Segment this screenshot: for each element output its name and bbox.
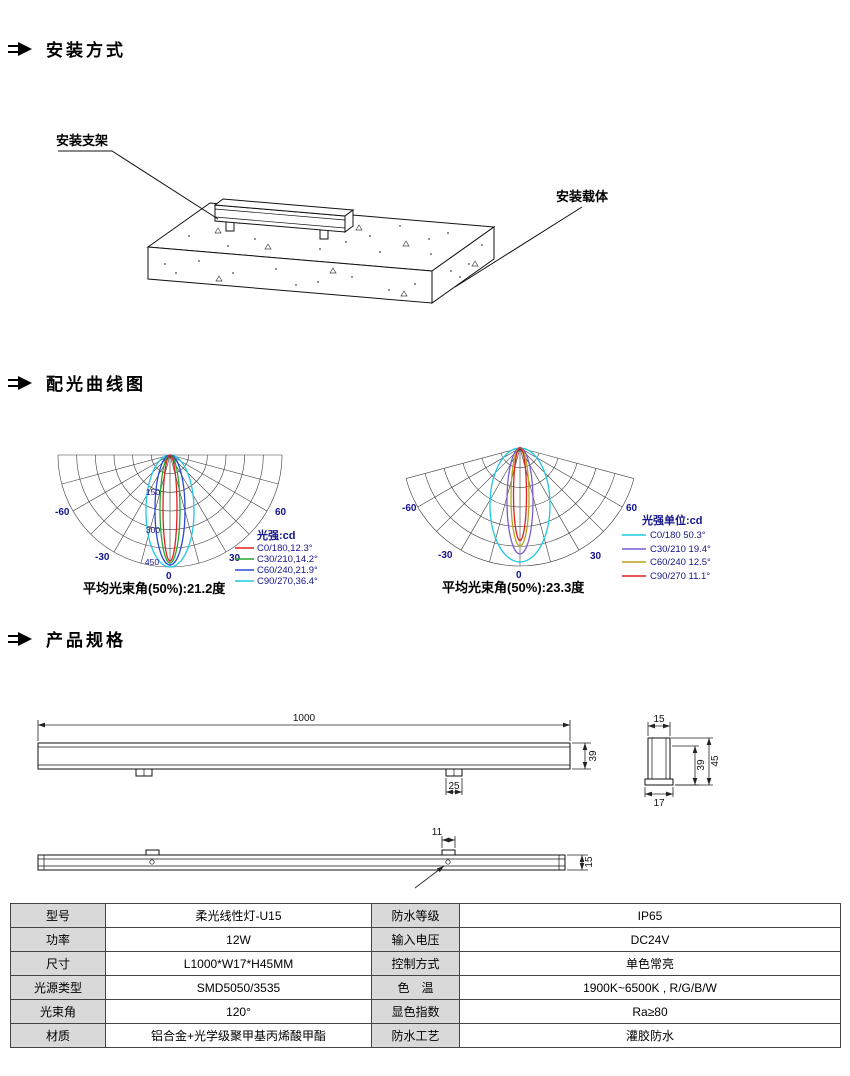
ring-label: 450 [145,557,159,567]
spec-value: 1900K~6500K , R/G/B/W [459,975,841,1000]
spec-key: 防水工艺 [371,1023,460,1048]
legend: 光强单位:cd C0/180 50.3° C30/210 19.4° C60/2… [622,513,711,582]
angle-label: 30 [590,551,602,562]
table-row: 光源类型 SMD5050/3535 色 温 1900K~6500K , R/G/… [10,975,841,1000]
legend-label: C0/180 50.3° [650,530,706,541]
section-arrow-icon [8,375,32,390]
spec-value: 柔光线性灯-U15 [105,903,372,928]
bracket-leader-line [58,150,219,220]
spec-key: 防水等级 [371,903,460,928]
angle-label: -30 [95,552,110,563]
dim-side-clip: 11 [432,827,443,838]
dimension-drawings: 1000 39 25 15 39 45 [37,713,721,889]
section-title-curves: 配光曲线图 [46,375,146,394]
legend-label: C60/240 12.5° [650,557,711,568]
spec-value: SMD5050/3535 [105,975,372,1000]
table-row: 光束角 120° 显色指数 Ra≥80 [10,999,841,1024]
linear-light-bar [213,198,355,240]
spec-key: 色 温 [371,975,460,1000]
dim-length: 1000 [293,713,316,724]
angle-label: 30 [229,553,241,564]
legend-label: C60/240,21.9° [257,565,318,576]
spec-value: L1000*W17*H45MM [105,951,372,976]
spec-value: 120° [105,999,372,1024]
spec-key: 显色指数 [371,999,460,1024]
polar-grid [405,447,635,567]
section-title-specs: 产品规格 [46,631,126,650]
spec-key: 光束角 [10,999,106,1024]
clip-pointer-line [414,865,445,889]
spec-key: 光源类型 [10,975,106,1000]
angle-label: 0 [166,571,172,582]
spec-key: 型号 [10,903,106,928]
polar-grid [57,454,283,568]
legend-label: C90/270,36.4° [257,576,318,587]
angle-label: -30 [438,550,453,561]
table-row: 材质 铝合金+光学级聚甲基丙烯酸甲酯 防水工艺 灌胶防水 [10,1023,841,1048]
angle-label: 60 [275,507,287,518]
table-row: 型号 柔光线性灯-U15 防水等级 IP65 [10,903,841,928]
section-arrow-icon [8,41,32,56]
section-header-install: 安装方式 [8,36,126,61]
legend-label: C30/210,14.2° [257,554,318,565]
spec-value: 12W [105,927,372,952]
spec-key: 材质 [10,1023,106,1048]
ring-label: 300 [146,525,160,535]
dim-clip: 25 [448,781,460,792]
end-view: 15 39 45 17 [644,714,721,809]
front-view: 1000 39 25 [37,713,599,795]
table-row: 功率 12W 输入电压 DC24V [10,927,841,952]
legend-title: 光强单位:cd [641,513,703,527]
angle-label: 60 [626,503,638,514]
photometric-chart-right: -60 -30 0 30 60 光强单位:cd C0/180 50.3° C30… [402,446,711,595]
dim-bottom-width: 17 [653,798,665,809]
dim-height: 39 [588,750,599,762]
average-beam-angle-caption: 平均光束角(50%):21.2度 [83,581,226,596]
bracket-label: 安装支架 [56,133,108,148]
spec-value: 铝合金+光学级聚甲基丙烯酸甲酯 [105,1023,372,1048]
dim-outer-height: 45 [710,755,721,767]
legend-label: C30/210 19.4° [650,544,711,555]
average-beam-angle-caption: 平均光束角(50%):23.3度 [442,580,585,595]
dim-side-height: 15 [584,856,595,868]
spec-key: 控制方式 [371,951,460,976]
legend-label: C0/180,12.3° [257,543,313,554]
spec-value: IP65 [459,903,841,928]
photometric-chart-left: -60 -30 0 30 60 150 300 450 光强:cd C0/180… [55,454,318,596]
installation-diagram: 安装支架 安装载体 [56,133,609,304]
spec-table: 型号 柔光线性灯-U15 防水等级 IP65 功率 12W 输入电压 DC24V… [10,903,841,1048]
side-view: 11 15 [37,827,595,889]
section-header-specs: 产品规格 [8,626,126,651]
dim-top-width: 15 [653,714,665,725]
legend-title: 光强:cd [256,528,296,542]
table-row: 尺寸 L1000*W17*H45MM 控制方式 单色常亮 [10,951,841,976]
dim-inner-height: 39 [696,759,707,771]
section-header-curves: 配光曲线图 [8,370,146,395]
spec-key: 输入电压 [371,927,460,952]
beam-lobe-c0 [162,454,178,562]
spec-value: 灌胶防水 [459,1023,841,1048]
spec-value: Ra≥80 [459,999,841,1024]
section-title-install: 安装方式 [46,41,126,60]
spec-key: 尺寸 [10,951,106,976]
spec-key: 功率 [10,927,106,952]
section-arrow-icon [8,631,32,646]
spec-value: DC24V [459,927,841,952]
carrier-leader-line [454,206,583,288]
legend: 光强:cd C0/180,12.3° C30/210,14.2° C60/240… [235,528,318,587]
beam-lobe-c90 [512,446,528,542]
legend-label: C90/270 11.1° [650,571,710,582]
spec-value: 单色常亮 [459,951,841,976]
carrier-label: 安装载体 [556,189,609,204]
angle-label: 0 [516,570,522,581]
angle-label: -60 [55,507,70,518]
ring-label: 150 [146,487,160,497]
angle-label: -60 [402,503,417,514]
